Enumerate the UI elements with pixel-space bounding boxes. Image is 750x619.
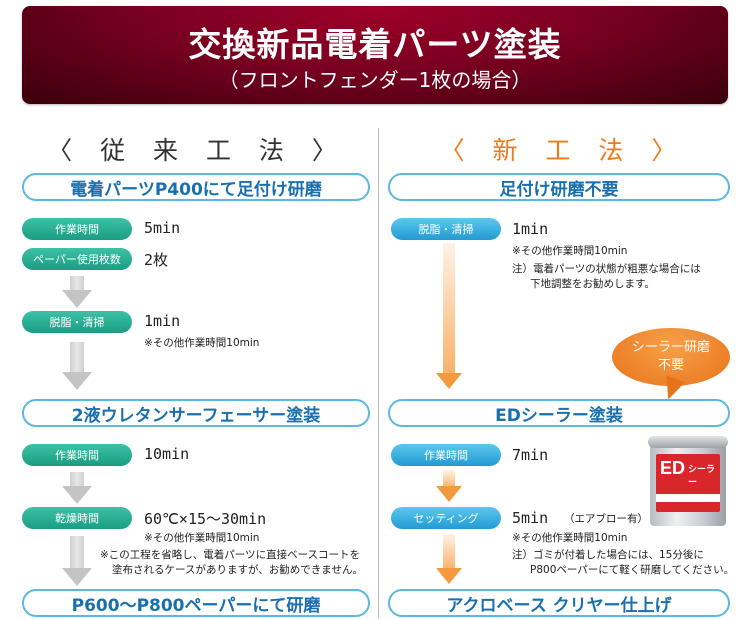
new-degrease-note2: 注）電着パーツの状態が粗悪な場合には bbox=[512, 263, 701, 275]
new-setting-extra: （エアブロー有） bbox=[564, 513, 648, 525]
banner-subtitle: （フロントフェンダー1枚の場合） bbox=[218, 68, 532, 92]
old-work-time2-tag: 作業時間 bbox=[22, 444, 132, 466]
bubble-line2: 不要 bbox=[657, 358, 684, 373]
sealer-sanding-bubble: シーラー研磨 不要 bbox=[612, 328, 730, 386]
new-degrease-note3: 下地調整をお勧めします。 bbox=[530, 278, 655, 290]
old-dry-value: 60℃×15～30min bbox=[144, 510, 267, 528]
new-degrease-tag: 脱脂・清掃 bbox=[391, 218, 501, 240]
down-arrow-icon bbox=[62, 472, 92, 504]
new-work-time-value: 7min bbox=[512, 446, 549, 464]
new-step2-title: EDシーラー塗装 bbox=[388, 399, 730, 427]
new-method-heading: 〈 新 工 法 〉 bbox=[439, 136, 687, 165]
new-setting-tag: セッティング bbox=[391, 507, 501, 529]
old-degrease-value: 1min bbox=[144, 312, 181, 330]
new-work-time-tag: 作業時間 bbox=[391, 444, 501, 466]
old-dry-note3: 塗布されるケースがありますが、お勧めできません。 bbox=[112, 564, 363, 576]
old-paper-tag: ペーパー使用枚数 bbox=[22, 248, 132, 270]
old-paper-value: 2枚 bbox=[144, 251, 169, 269]
new-setting-note3: P800ペーパーにて軽く研磨してください。 bbox=[530, 564, 735, 576]
can-sealer-text: シーラー bbox=[688, 465, 716, 488]
new-degrease-note1: ※その他作業時間10min bbox=[512, 245, 628, 257]
new-setting-note2: 注）ゴミが付着した場合には、15分後に bbox=[512, 549, 704, 561]
banner-title: 交換新品電着パーツ塗装 bbox=[188, 25, 562, 64]
old-step2-title: 2液ウレタンサーフェーサー塗装 bbox=[22, 399, 370, 427]
new-step1-title: 足付け研磨不要 bbox=[388, 173, 730, 201]
down-arrow-icon bbox=[62, 342, 92, 392]
ed-sealer-can-image: ED シーラー bbox=[648, 432, 728, 528]
old-work-time-value: 5min bbox=[144, 219, 181, 237]
old-step3-title: P600～P800ペーパーにて研磨 bbox=[22, 589, 370, 617]
old-work-time-tag: 作業時間 bbox=[22, 218, 132, 240]
old-degrease-tag: 脱脂・清掃 bbox=[22, 311, 132, 333]
old-method-heading: 〈 従 来 工 法 〉 bbox=[47, 136, 347, 165]
new-step3-title: アクロベース クリヤー仕上げ bbox=[388, 589, 730, 617]
down-arrow-icon bbox=[62, 536, 92, 588]
old-dry-tag: 乾燥時間 bbox=[22, 507, 132, 529]
down-arrow-icon bbox=[62, 276, 92, 308]
new-setting-value: 5min bbox=[512, 509, 549, 527]
can-ed-text: ED bbox=[660, 458, 686, 478]
old-dry-note1: ※その他作業時間10min bbox=[144, 532, 260, 544]
new-setting-note1: ※その他作業時間10min bbox=[512, 532, 628, 544]
new-degrease-value: 1min bbox=[512, 220, 549, 238]
title-banner bbox=[22, 6, 728, 104]
old-step1-title: 電着パーツP400にて足付け研磨 bbox=[22, 173, 370, 201]
down-arrow-icon bbox=[436, 243, 462, 391]
down-arrow-icon bbox=[436, 534, 462, 586]
old-work-time2-value: 10min bbox=[144, 445, 190, 463]
old-dry-note2: ※この工程を省略し、電着パーツに直接ベースコートを bbox=[100, 549, 361, 561]
column-divider bbox=[378, 128, 379, 618]
down-arrow-icon bbox=[436, 470, 462, 504]
old-degrease-note: ※その他作業時間10min bbox=[144, 337, 260, 349]
bubble-line1: シーラー研磨 bbox=[631, 340, 710, 355]
